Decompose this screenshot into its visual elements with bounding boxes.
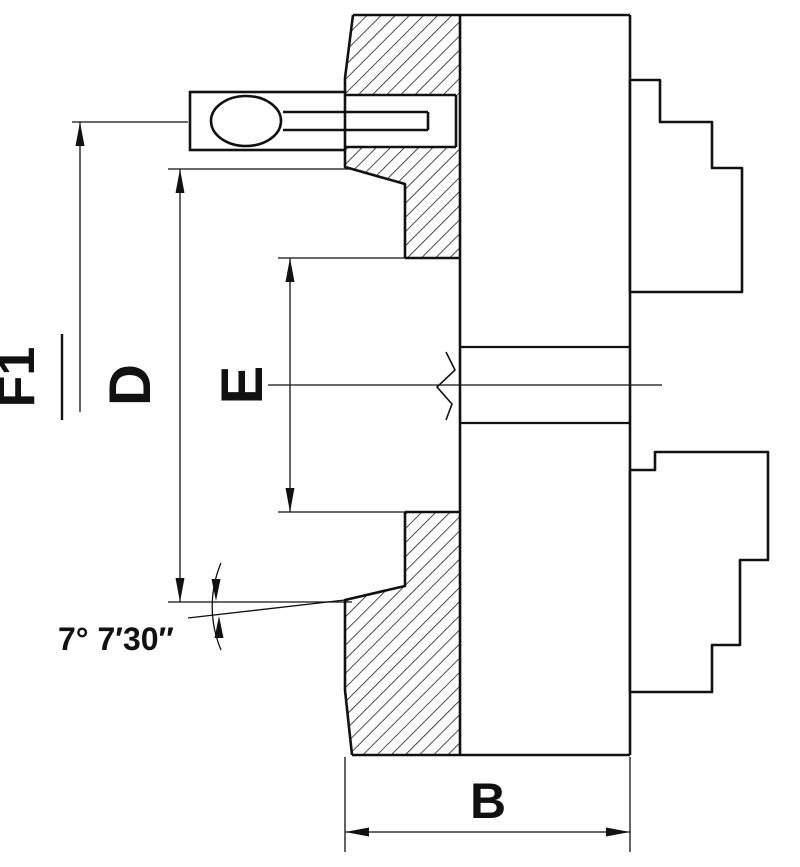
e-label: E (210, 366, 275, 405)
top-jaw (628, 78, 744, 294)
dimension-f1: F1 (0, 121, 188, 420)
centerline-group (268, 351, 662, 421)
hatch-region-top (345, 15, 460, 95)
back-plate-left-profile-upper (343, 14, 355, 92)
back-plate-outline (343, 13, 630, 757)
d-arrow-up (175, 169, 185, 193)
b-arrow-left (345, 827, 369, 837)
angle-label: 7° 7′30″ (58, 621, 174, 657)
angle-arrow-lower (214, 616, 224, 638)
jaws (628, 78, 770, 694)
hatch-region-upper-middle (345, 147, 460, 258)
cam-ellipse (209, 94, 283, 148)
hatch-region-bottom (345, 512, 460, 755)
e-arrow-up (285, 258, 295, 282)
break-line (435, 351, 456, 421)
camlock-assembly (188, 90, 458, 152)
back-plate-left-profile-mid (343, 150, 407, 258)
dimension-b: B (344, 757, 631, 852)
angle-annotation: 7° 7′30″ (58, 562, 346, 657)
d-arrow-down (175, 578, 185, 602)
dimension-d: D (98, 168, 352, 603)
f1-arrow-up (75, 122, 85, 146)
camlock-boss (188, 90, 347, 152)
angle-slant-line (187, 599, 346, 619)
d-label: D (98, 364, 163, 406)
dimension-e: E (210, 257, 405, 513)
f1-label: F1 (0, 347, 46, 408)
b-arrow-right (606, 827, 630, 837)
angle-arc (211, 562, 222, 651)
bottom-jaw (628, 450, 770, 694)
angle-arrow-upper (211, 579, 221, 601)
b-label: B (470, 773, 506, 829)
e-arrow-down (285, 488, 295, 512)
